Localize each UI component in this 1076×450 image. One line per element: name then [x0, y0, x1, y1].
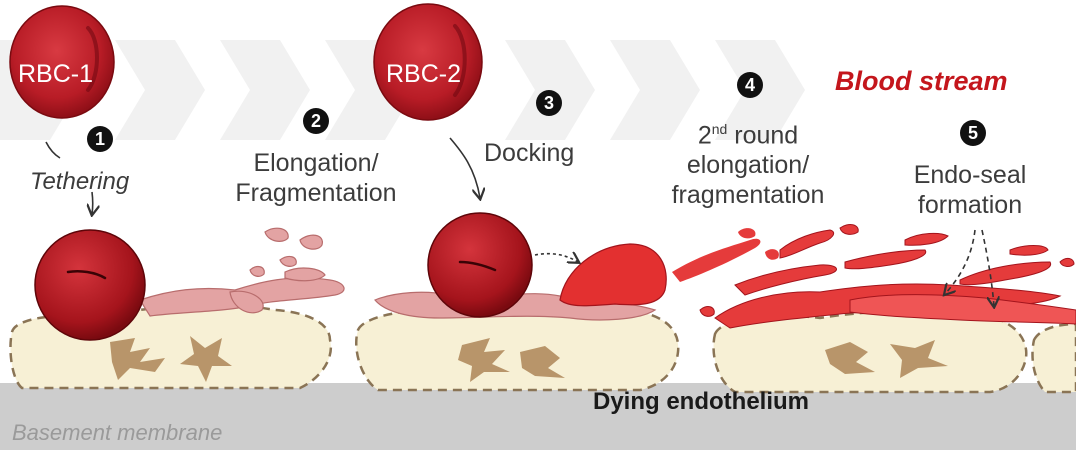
endothelial-cell-3 — [712, 310, 1028, 394]
step-4-badge: 4 — [737, 72, 763, 98]
step-2-label: Elongation/ Fragmentation — [212, 148, 420, 208]
rbc1-label: RBC-1 — [18, 60, 94, 88]
step-5-label: Endo-seal formation — [895, 160, 1045, 220]
basement-membrane-label: Basement membrane — [12, 420, 223, 445]
step-5-badge: 5 — [960, 120, 986, 146]
step-3-badge: 3 — [536, 90, 562, 116]
docking-fragment — [559, 243, 667, 307]
docking-arrow — [449, 137, 480, 198]
step-2-badge: 2 — [303, 108, 329, 134]
nucleus-3 — [825, 342, 875, 374]
step-1-label: Tethering — [30, 168, 130, 195]
endothelial-cell-4 — [1031, 322, 1076, 394]
rbc1-fragments — [139, 227, 345, 317]
dying-endothelium-label: Dying endothelium — [593, 388, 809, 415]
arrows — [45, 137, 994, 306]
step-2-line-1: Elongation/ — [253, 149, 379, 177]
bloodstream-label: Blood stream — [835, 66, 1008, 96]
nucleus-2 — [458, 338, 510, 382]
rbc2-label: RBC-2 — [386, 60, 462, 88]
step-2-line-2: Fragmentation — [235, 179, 397, 207]
step-4-ordinal-suffix: nd — [711, 121, 728, 137]
nucleus-1 — [110, 338, 165, 380]
tethered-rbc-1 — [34, 229, 146, 341]
step-1-badge: 1 — [87, 126, 113, 152]
seal-dashed-arrow-1 — [945, 229, 976, 294]
endo-seal-fragments — [699, 224, 1076, 329]
basement-membrane-band — [0, 383, 1076, 450]
docked-rbc-2 — [427, 212, 533, 318]
tether-line — [45, 141, 61, 159]
step-4-label: 2nd round elongation/ fragmentation — [648, 114, 848, 210]
nuclei — [110, 336, 948, 382]
step-5-line-2: formation — [917, 191, 1023, 219]
step-4-line-2: elongation/ — [686, 151, 810, 180]
nucleus-3b — [890, 340, 948, 378]
step-3-label: Docking — [484, 139, 575, 167]
tether-arrow — [92, 191, 93, 214]
nucleus-2b — [520, 346, 565, 378]
step-4-line-3: fragmentation — [671, 181, 825, 210]
rbc1-disc — [9, 5, 115, 119]
docking-dotted-arrow — [534, 254, 578, 262]
seal-dashed-arrow-2 — [981, 229, 994, 306]
step-4-ordinal: 2 — [697, 121, 712, 150]
nucleus-1b — [180, 336, 232, 382]
step-5-line-1: Endo-seal — [913, 161, 1027, 189]
endothelial-cells — [9, 303, 1076, 394]
step-4-round: round — [727, 121, 799, 150]
step-4-line-1: 2nd round — [648, 114, 848, 150]
rbc2-disc — [373, 3, 483, 121]
